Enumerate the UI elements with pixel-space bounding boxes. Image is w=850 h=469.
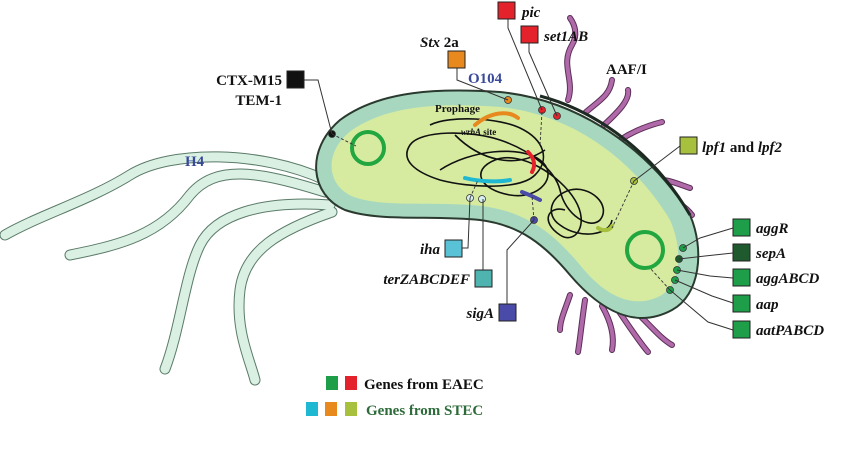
ctx-box (286, 70, 305, 89)
gene-boxes (286, 1, 751, 339)
aaf-label: AAF/I (606, 62, 647, 78)
lpf-label: lpf1 and lpf2 (702, 140, 783, 156)
tem-label: TEM-1 (235, 93, 282, 109)
iha-box (444, 239, 463, 258)
plasmid-left (350, 130, 386, 166)
legend-eaec-label: Genes from EAEC (364, 377, 484, 393)
ter-label: terZABCDEF (383, 272, 470, 288)
aggabcd-box (732, 268, 751, 287)
legend-eaec-swatch-red (345, 376, 357, 390)
legend-stec-swatch-cyan (306, 402, 318, 416)
sepa-box (732, 243, 751, 262)
ctx-label: CTX-M15 (216, 73, 282, 89)
siga-box (498, 303, 517, 322)
aap-box (732, 294, 751, 313)
legend-stec: Genes from STEC (306, 402, 483, 419)
gene-dots (328, 96, 687, 294)
legend-stec-swatch-lime (345, 402, 357, 416)
plasmid-right (625, 230, 665, 270)
aggr-box (732, 218, 751, 237)
aggr-label: aggR (756, 221, 789, 237)
stx-box (447, 50, 466, 69)
leader-lines (297, 18, 734, 331)
sepa-label: sepA (755, 246, 786, 262)
siga-label: sigA (465, 306, 494, 322)
lpf-box (679, 136, 698, 155)
iha-label: iha (420, 242, 441, 258)
stx-label: Stx 2a (420, 35, 459, 51)
pic-segment (526, 150, 537, 174)
ter-box (474, 269, 493, 288)
legend-eaec: Genes from EAEC (326, 376, 484, 393)
siga-segment (520, 190, 542, 202)
set1ab-label: set1AB (543, 29, 588, 45)
lpf-segment (596, 224, 614, 233)
aap-label: aap (756, 297, 779, 313)
set1ab-box (520, 25, 539, 44)
legend-stec-label: Genes from STEC (366, 403, 483, 419)
labels: CTX-M15 TEM-1 H4 Stx 2a O104 pic set1AB … (185, 5, 824, 339)
flagella (0, 151, 338, 386)
legend-eaec-swatch-green (326, 376, 338, 390)
o104-label: O104 (468, 71, 503, 87)
iha-ter-segment (463, 176, 512, 184)
h4-label: H4 (185, 154, 205, 170)
ter-dot (478, 195, 486, 203)
aatpabcd-box (732, 320, 751, 339)
aggabcd-label: aggABCD (756, 271, 820, 287)
pic-label: pic (520, 5, 541, 21)
aatpabcd-label: aatPABCD (756, 323, 824, 339)
cell-cytoplasm (331, 105, 679, 302)
legend: Genes from EAEC Genes from STEC (306, 376, 484, 419)
legend-stec-swatch-orange (325, 402, 337, 416)
wrba-label: wrbA site (461, 127, 496, 137)
pic-box (497, 1, 516, 20)
prophage-segment (473, 111, 520, 127)
prophage-label: Prophage (435, 103, 480, 115)
cell-body (315, 89, 700, 319)
chromosome (406, 118, 613, 239)
